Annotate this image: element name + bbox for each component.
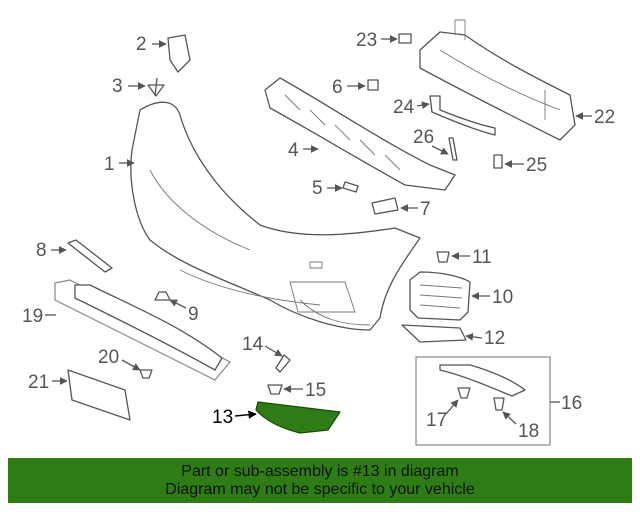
callout-label-19: 19 [22,306,43,327]
bracket-2[interactable] [167,34,191,73]
fastener-15[interactable] [267,384,283,395]
fastener-9[interactable] [154,291,171,301]
callout-label-23: 23 [356,30,377,51]
callout-label-9: 9 [188,304,199,325]
callout-23: 23 [356,30,398,51]
parts-diagram: 1 2 3 4 5 6 7 8 9 10 11 12 [22,19,615,446]
callout-16: 16 [550,393,582,414]
callout-label-21: 21 [28,372,49,393]
footer-line-2: Diagram may not be specific to your vehi… [165,480,475,498]
callout-26: 26 [413,127,449,155]
bumper-cover-detail [149,169,371,326]
footer-line-1: Part or sub-assembly is #13 in diagram [181,462,459,480]
callout-12: 12 [465,328,505,349]
fastener-20[interactable] [139,369,153,379]
callout-label-7: 7 [420,199,431,220]
highlighted-part-13[interactable] [255,401,342,434]
trim-strip-8[interactable] [67,239,113,273]
fastener-26[interactable] [448,137,458,161]
energy-absorber-detail [284,94,401,171]
trim-bezel-12[interactable] [401,324,467,343]
callout-label-14: 14 [242,334,264,355]
footer-banner: Part or sub-assembly is #13 in diagram D… [8,458,632,503]
callout-25: 25 [504,155,547,176]
callout-5: 5 [312,178,343,199]
callout-14: 14 [242,334,283,357]
callout-label-8: 8 [36,240,47,261]
callout-label-3: 3 [112,76,123,97]
callout-label-15: 15 [305,380,326,401]
group-box-16 [415,356,551,446]
fastener-18[interactable] [493,397,505,411]
group-box-19 [54,279,231,381]
callout-11: 11 [451,247,492,268]
callout-8: 8 [36,240,67,261]
callout-3: 3 [112,76,146,97]
fastener-11[interactable] [436,251,450,263]
fastener-6[interactable] [367,79,379,91]
callout-label-5: 5 [312,178,323,199]
callout-19: 19 [22,306,56,327]
callout-20: 20 [98,347,141,371]
impact-bar-detail [439,19,561,120]
callout-label-25: 25 [526,155,547,176]
callout-24: 24 [393,97,430,118]
impact-bar[interactable] [419,31,576,141]
tow-hook-cover[interactable] [371,197,399,215]
fastener-14[interactable] [275,354,291,373]
callout-9: 9 [169,299,199,325]
callout-label-1: 1 [104,154,115,175]
callout-label-16: 16 [561,393,582,414]
bumper-front-logo [309,261,323,269]
callout-label-6: 6 [332,77,343,98]
callout-17: 17 [426,399,459,431]
callout-label-18: 18 [518,421,539,442]
license-plate-bracket[interactable] [74,284,223,371]
bumper-cover[interactable] [130,101,421,331]
bracket-16[interactable] [439,364,526,397]
callout-label-10: 10 [492,287,513,308]
bracket-24[interactable] [429,95,496,136]
callout-7: 7 [400,199,431,220]
callout-10: 10 [471,287,513,308]
fastener-25[interactable] [493,154,503,169]
callout-1: 1 [104,154,135,175]
callout-label-17: 17 [426,410,447,431]
fastener-17[interactable] [457,387,471,399]
callout-label-2: 2 [136,34,147,55]
license-plate[interactable] [67,369,131,421]
callout-21: 21 [28,372,68,393]
callout-label-24: 24 [393,97,415,118]
callout-2: 2 [136,34,167,55]
callout-label-13: 13 [212,407,233,428]
callout-label-20: 20 [98,347,119,368]
callout-15: 15 [283,380,326,401]
callout-4: 4 [288,140,319,161]
callout-22: 22 [575,107,615,128]
callout-6: 6 [332,77,366,98]
callout-label-11: 11 [472,247,492,268]
callout-label-12: 12 [484,328,505,349]
fastener-23[interactable] [398,33,412,44]
callout-label-4: 4 [288,140,299,161]
callout-18: 18 [502,411,539,442]
fastener-3[interactable] [147,77,165,97]
energy-absorber[interactable] [264,77,456,191]
callout-label-26: 26 [413,127,434,148]
callout-13: 13 [212,407,257,428]
fog-lamp-grille-detail [419,284,463,309]
callout-label-22: 22 [594,107,615,128]
fastener-5[interactable] [342,181,359,193]
